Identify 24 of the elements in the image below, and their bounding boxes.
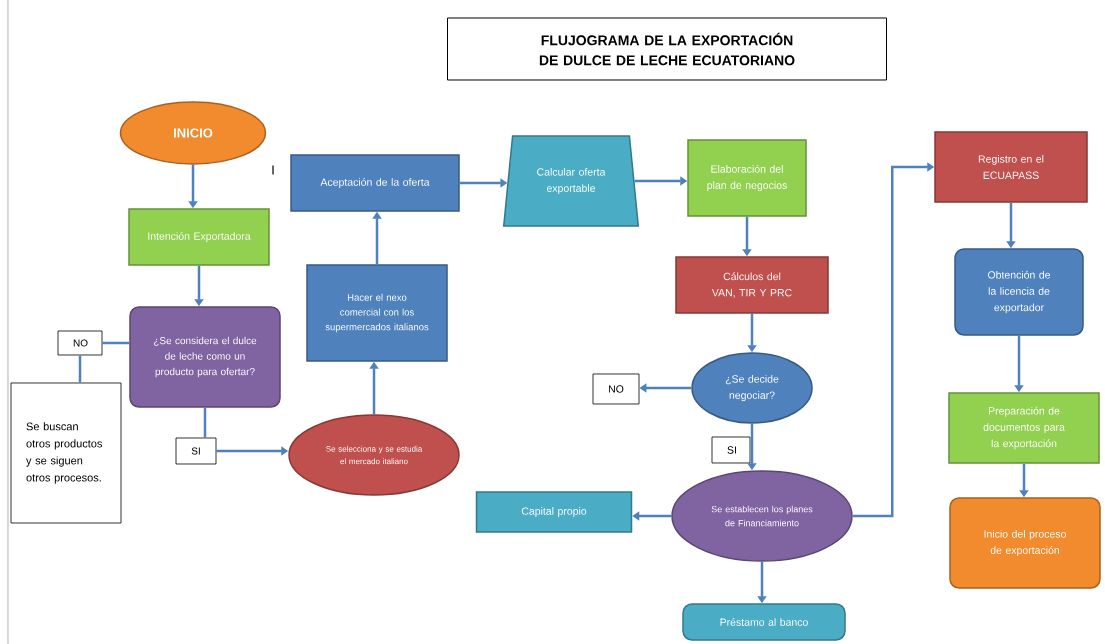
process-box: Elaboración del plan de negocios: [687, 139, 807, 217]
stray-mark: I: [272, 165, 274, 175]
decision-oval: ¿Se decide negociar?: [691, 352, 813, 424]
process-box: Preparación de documentos para la exportación: [948, 392, 1100, 464]
process-box: Hacer el nexo comercial con los supermercados italianos: [306, 264, 448, 362]
answer-box: NO: [592, 373, 640, 405]
decision-box: ¿Se considera el dulce de leche como un producto para ofertar?: [129, 306, 281, 408]
answer-box: SI: [175, 437, 217, 465]
answer-box: NO: [57, 330, 103, 356]
process-oval: Se selecciona y se estudia el mercado italiano: [288, 414, 460, 496]
note-box: Se buscan otros productos y se siguen otros procesos.: [10, 382, 122, 524]
process-box: Intención Exportadora: [128, 208, 270, 266]
process-box: Obtención de la licencia de exportador: [954, 248, 1084, 336]
answer-box: SI: [711, 436, 751, 464]
process-trapezoid: Calcular oferta exportable: [502, 135, 640, 227]
process-box: Cálculos del VAN, TIR Y PRC: [675, 256, 829, 314]
process-box: Registro en el ECUAPASS: [934, 131, 1088, 203]
title-box: FLUJOGRAMA DE LA EXPORTACIÓN DE DULCE DE LECHE ECUATORIANO: [447, 17, 887, 81]
process-box: Aceptación de la oferta: [290, 154, 460, 212]
process-box: Inicio del proceso de exportación: [949, 497, 1101, 589]
process-oval: Se establecen los planes de Financiamiento: [671, 470, 853, 562]
process-box: Capital propio: [475, 491, 633, 533]
process-box: Préstamo al banco: [682, 603, 846, 641]
start-oval: INICIO: [119, 101, 267, 165]
